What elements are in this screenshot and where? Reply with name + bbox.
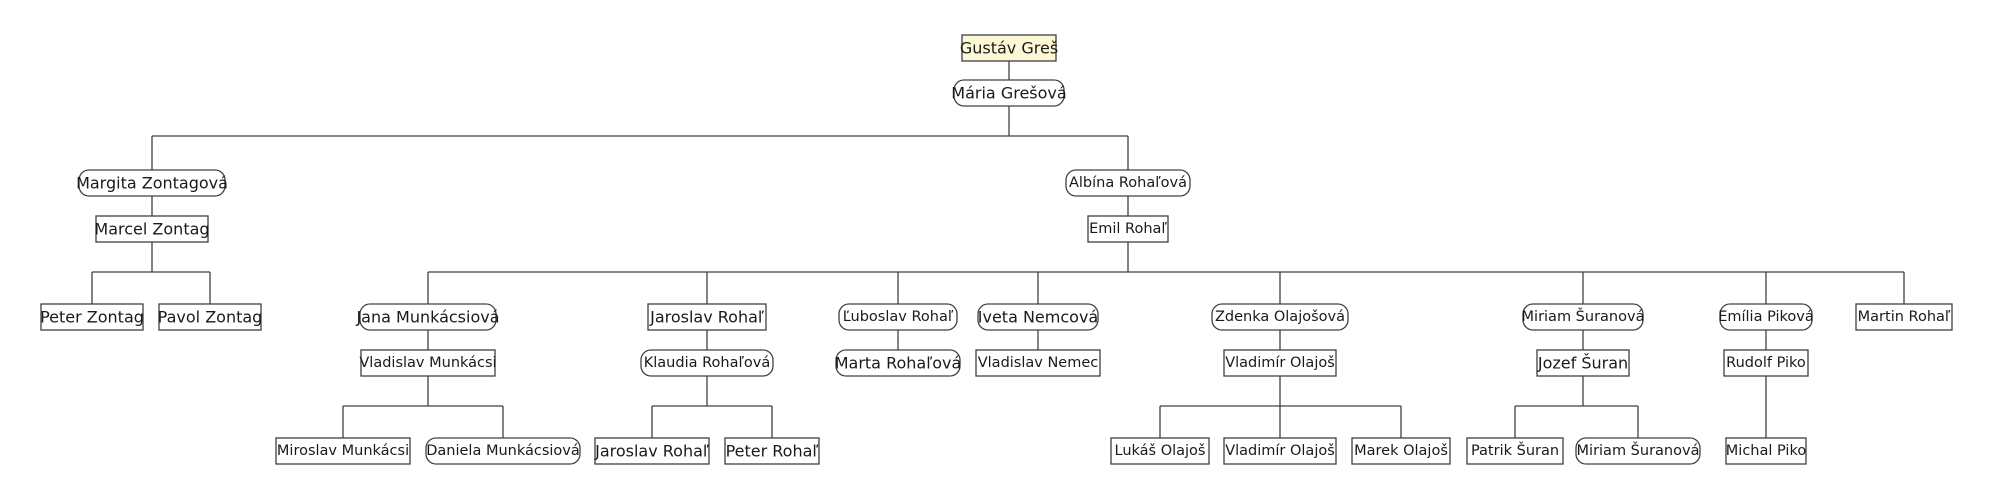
node-label: Marek Olajoš <box>1354 443 1448 459</box>
node-luboslav[interactable]: Ľuboslav Rohaľ <box>838 303 958 331</box>
node-label: Jaroslav Rohaľ <box>594 442 709 461</box>
node-margita[interactable]: Margita Zontagová <box>76 169 228 197</box>
node-lukas-olajos[interactable]: Lukáš Olajoš <box>1110 437 1210 465</box>
node-daniela-munkacsiova[interactable]: Daniela Munkácsiová <box>425 437 581 465</box>
node-label: Vladimír Olajoš <box>1225 443 1335 459</box>
node-miriam[interactable]: Miriam Šuranová <box>1522 303 1645 331</box>
connector-lines <box>91 61 1905 438</box>
node-patrik[interactable]: Patrik Šuran <box>1466 437 1564 465</box>
node-peter-zontag[interactable]: Peter Zontag <box>40 303 144 331</box>
node-martin[interactable]: Martin Rohaľ <box>1855 303 1953 331</box>
node-marcel[interactable]: Marcel Zontag <box>94 215 210 243</box>
node-vladimir-olajos[interactable]: Vladimír Olajoš <box>1223 349 1337 377</box>
node-label: Mária Grešová <box>951 84 1066 103</box>
node-label: Vladislav Nemec <box>978 355 1099 371</box>
node-label: Marta Rohaľová <box>835 354 962 373</box>
node-klaudia[interactable]: Klaudia Rohaľová <box>640 349 774 377</box>
node-label: Jaroslav Rohaľ <box>649 308 764 327</box>
node-label: Emil Rohaľ <box>1089 221 1167 237</box>
node-vladislav-nemec[interactable]: Vladislav Nemec <box>975 349 1101 377</box>
node-vladislav-munkacsi[interactable]: Vladislav Munkácsi <box>359 349 497 377</box>
node-marek-olajos[interactable]: Marek Olajoš <box>1351 437 1451 465</box>
node-peter-rohal[interactable]: Peter Rohaľ <box>724 437 820 465</box>
node-label: Marcel Zontag <box>94 220 209 239</box>
node-label: Emília Piková <box>1718 309 1814 325</box>
node-jana[interactable]: Jana Munkácsiová <box>355 303 500 331</box>
node-label: Pavol Zontag <box>158 308 263 327</box>
node-albina[interactable]: Albína Rohaľová <box>1065 169 1191 197</box>
node-label: Patrik Šuran <box>1471 441 1559 459</box>
node-label: Klaudia Rohaľová <box>644 355 771 371</box>
node-label: Jana Munkácsiová <box>355 308 499 327</box>
node-label: Peter Rohaľ <box>726 442 819 461</box>
node-marta[interactable]: Marta Rohaľová <box>835 349 962 377</box>
node-zdenka[interactable]: Zdenka Olajošová <box>1211 303 1349 331</box>
node-label: Miriam Šuranová <box>1522 307 1645 325</box>
node-label: Miriam Šuranová <box>1577 441 1700 459</box>
node-label: Margita Zontagová <box>76 174 228 193</box>
node-label: Martin Rohaľ <box>1858 309 1951 325</box>
node-label: Gustáv Greš <box>960 39 1058 58</box>
node-label: Daniela Munkácsiová <box>426 443 580 459</box>
node-michal[interactable]: Michal Piko <box>1725 437 1807 465</box>
node-label: Albína Rohaľová <box>1069 175 1187 191</box>
node-label: Vladislav Munkácsi <box>359 355 496 371</box>
node-label: Lukáš Olajoš <box>1115 443 1206 459</box>
node-label: Peter Zontag <box>40 308 144 327</box>
node-iveta[interactable]: Iveta Nemcová <box>977 303 1099 331</box>
node-maria[interactable]: Mária Grešová <box>951 79 1067 107</box>
node-emilia[interactable]: Emília Piková <box>1718 303 1814 331</box>
node-vladimir-olajos-2[interactable]: Vladimír Olajoš <box>1223 437 1337 465</box>
node-jozef[interactable]: Jozef Šuran <box>1536 349 1630 377</box>
node-label: Michal Piko <box>1726 443 1807 459</box>
node-rudolf[interactable]: Rudolf Piko <box>1723 349 1809 377</box>
node-emil[interactable]: Emil Rohaľ <box>1087 215 1169 243</box>
node-pavol-zontag[interactable]: Pavol Zontag <box>158 303 263 331</box>
node-label: Vladimír Olajoš <box>1225 355 1335 371</box>
node-label: Zdenka Olajošová <box>1215 309 1345 325</box>
node-label: Jozef Šuran <box>1537 354 1628 373</box>
node-jaroslav-rohal[interactable]: Jaroslav Rohaľ <box>647 303 767 331</box>
node-label: Rudolf Piko <box>1726 355 1806 371</box>
node-label: Iveta Nemcová <box>978 308 1098 327</box>
node-gustav[interactable]: Gustáv Greš <box>960 34 1058 62</box>
node-label: Ľuboslav Rohaľ <box>843 309 954 325</box>
node-miriam-2[interactable]: Miriam Šuranová <box>1575 437 1701 465</box>
node-miroslav-munkacsi[interactable]: Miroslav Munkácsi <box>275 437 411 465</box>
node-jaroslav-rohal-2[interactable]: Jaroslav Rohaľ <box>594 437 710 465</box>
node-label: Miroslav Munkácsi <box>277 443 409 459</box>
